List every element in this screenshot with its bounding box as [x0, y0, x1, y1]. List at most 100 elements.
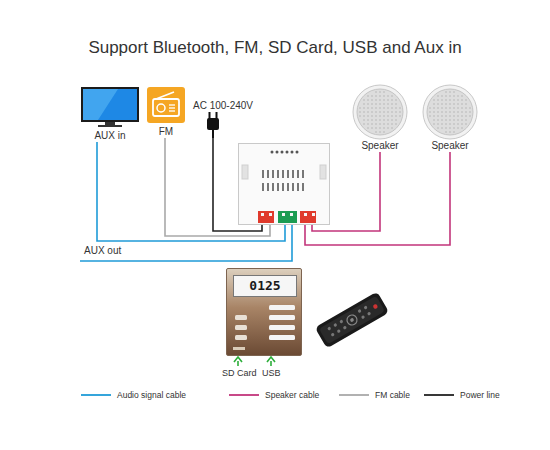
panel-button	[235, 325, 247, 330]
legend-entry: Power line	[423, 390, 500, 400]
grille-hole	[359, 107, 361, 109]
mount-tab	[242, 165, 248, 179]
legend-sample	[80, 390, 112, 400]
grille-hole	[453, 103, 455, 105]
grille-hole	[367, 99, 369, 101]
arrow-head	[267, 357, 275, 362]
arrow-shaft	[237, 361, 239, 366]
grille-hole	[395, 103, 397, 105]
plug-cord	[212, 130, 214, 138]
title-area: Support Bluetooth, FM, SD Card, USB and …	[0, 38, 550, 58]
remote-button	[343, 325, 347, 329]
amplifier-front-panel: 0125	[226, 268, 302, 356]
radio-dial	[169, 110, 175, 111]
grille-hole	[445, 127, 447, 129]
grille-hole	[391, 95, 393, 97]
grille-hole	[383, 127, 385, 129]
port-label: USB	[262, 368, 281, 379]
grille-hole	[379, 123, 381, 125]
grille-hole	[375, 95, 377, 97]
grille-hole	[465, 111, 467, 113]
grille-hole	[461, 111, 463, 113]
tv-screen	[83, 89, 137, 120]
grille-hole	[453, 107, 455, 109]
grille-hole	[441, 103, 443, 105]
radio-speaker	[157, 104, 165, 112]
grille-hole	[383, 115, 385, 117]
vent-slot	[302, 170, 304, 178]
grille-hole	[465, 123, 467, 125]
remote-button	[339, 319, 343, 323]
grille-hole	[441, 119, 443, 121]
grille-hole	[395, 111, 397, 113]
vent-slot	[292, 170, 294, 178]
grille-hole	[367, 107, 369, 109]
grille-hole	[457, 107, 459, 109]
grille-hole	[449, 119, 451, 121]
tv-base	[98, 125, 122, 127]
grille-hole	[375, 115, 377, 117]
grille-hole	[449, 111, 451, 113]
grille-hole	[453, 127, 455, 129]
remote-power-button	[372, 303, 378, 309]
spk-icon	[422, 84, 478, 140]
grille-hole	[457, 127, 459, 129]
grille-hole	[371, 119, 373, 121]
grille-hole	[449, 103, 451, 105]
grille-hole	[457, 123, 459, 125]
legend-sample	[228, 390, 260, 400]
legend-sample	[338, 390, 370, 400]
grille-hole	[457, 119, 459, 121]
grille-hole	[359, 115, 361, 117]
speaker-rim	[353, 85, 407, 139]
vent-slot	[282, 183, 284, 191]
grille-hole	[461, 127, 463, 129]
grille-hole	[371, 115, 373, 117]
grille-hole	[375, 99, 377, 101]
legend-sample	[423, 390, 455, 400]
grille-hole	[457, 103, 459, 105]
grille-hole	[395, 99, 397, 101]
port-label: SD Card	[222, 368, 257, 379]
plug-prong	[209, 112, 211, 119]
grille-hole	[429, 111, 431, 113]
remote-button	[333, 323, 337, 327]
tv-icon	[78, 86, 142, 128]
mount-tab	[320, 165, 326, 179]
grille-hole	[363, 111, 365, 113]
legend-line	[81, 394, 111, 396]
grille-hole	[453, 91, 455, 93]
remote-button	[337, 329, 341, 333]
legend-entry: Speaker cable	[228, 390, 319, 400]
arrow-shaft	[270, 361, 272, 366]
grille-hole	[391, 119, 393, 121]
grille-hole	[379, 91, 381, 93]
grille-hole	[375, 127, 377, 129]
vent-slot	[277, 170, 279, 178]
panel-logo	[233, 347, 245, 350]
grille-hole	[367, 111, 369, 113]
radio-dial	[169, 107, 175, 108]
grille-hole	[441, 99, 443, 101]
grille-hole	[445, 119, 447, 121]
grille-hole	[387, 103, 389, 105]
device-label: FM	[144, 126, 188, 138]
grille-hole	[367, 115, 369, 117]
lcd-readout: 0125	[234, 276, 296, 296]
radio-body	[153, 99, 179, 116]
vent-slot	[272, 170, 274, 178]
legend-text: FM cable	[375, 390, 410, 400]
grille-hole	[453, 123, 455, 125]
grille-hole	[391, 115, 393, 117]
remote-button	[357, 309, 361, 313]
grille-hole	[391, 99, 393, 101]
remote-button	[361, 315, 365, 319]
grille-hole	[379, 95, 381, 97]
legend-line	[229, 394, 259, 396]
grille-hole	[457, 115, 459, 117]
usb-arrow	[267, 357, 275, 366]
grille-hole	[371, 95, 373, 97]
